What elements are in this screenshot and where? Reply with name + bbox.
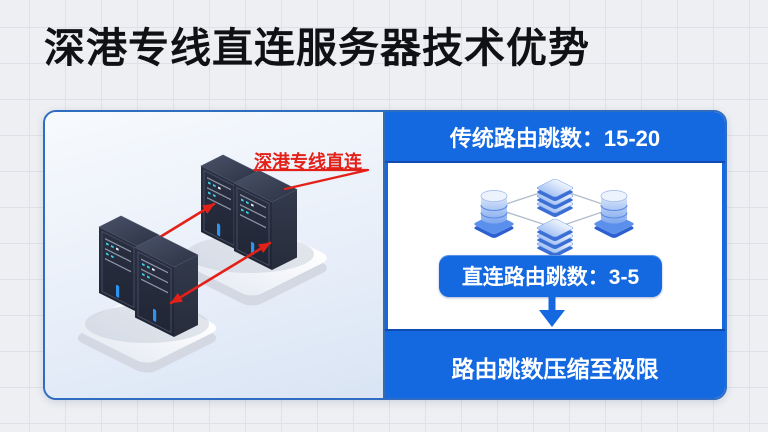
database-icon bbox=[474, 190, 514, 238]
network-diagram bbox=[474, 178, 634, 257]
layer-stack-icon bbox=[536, 178, 574, 217]
database-icon bbox=[594, 190, 634, 238]
conclusion-banner: 路由跳数压缩至极限 bbox=[385, 329, 725, 398]
layer-stack-icon bbox=[536, 218, 574, 257]
down-arrow-icon bbox=[539, 294, 565, 327]
panel-divider bbox=[383, 112, 385, 398]
server-tower bbox=[134, 235, 199, 337]
red-arrow-2 bbox=[169, 241, 272, 305]
network-diagram-area: 直连路由跳数：3-5 bbox=[388, 163, 722, 329]
connection-label: 深港专线直连 bbox=[254, 152, 362, 172]
left-panel: 深港专线直连 bbox=[45, 112, 383, 398]
servers-illustration bbox=[77, 154, 370, 373]
traditional-hops-banner: 传统路由跳数：15-20 bbox=[385, 112, 725, 163]
page-title: 深港专线直连服务器技术优势 bbox=[44, 25, 590, 71]
direct-hops-box: 直连路由跳数：3-5 bbox=[439, 255, 662, 297]
server-tower bbox=[233, 170, 298, 270]
server-tower bbox=[200, 154, 260, 250]
right-panel: 传统路由跳数：15-20 bbox=[385, 112, 725, 398]
main-card: 深港专线直连 传统路由跳数：15-20 bbox=[43, 110, 727, 400]
connection-label-line bbox=[252, 168, 370, 191]
